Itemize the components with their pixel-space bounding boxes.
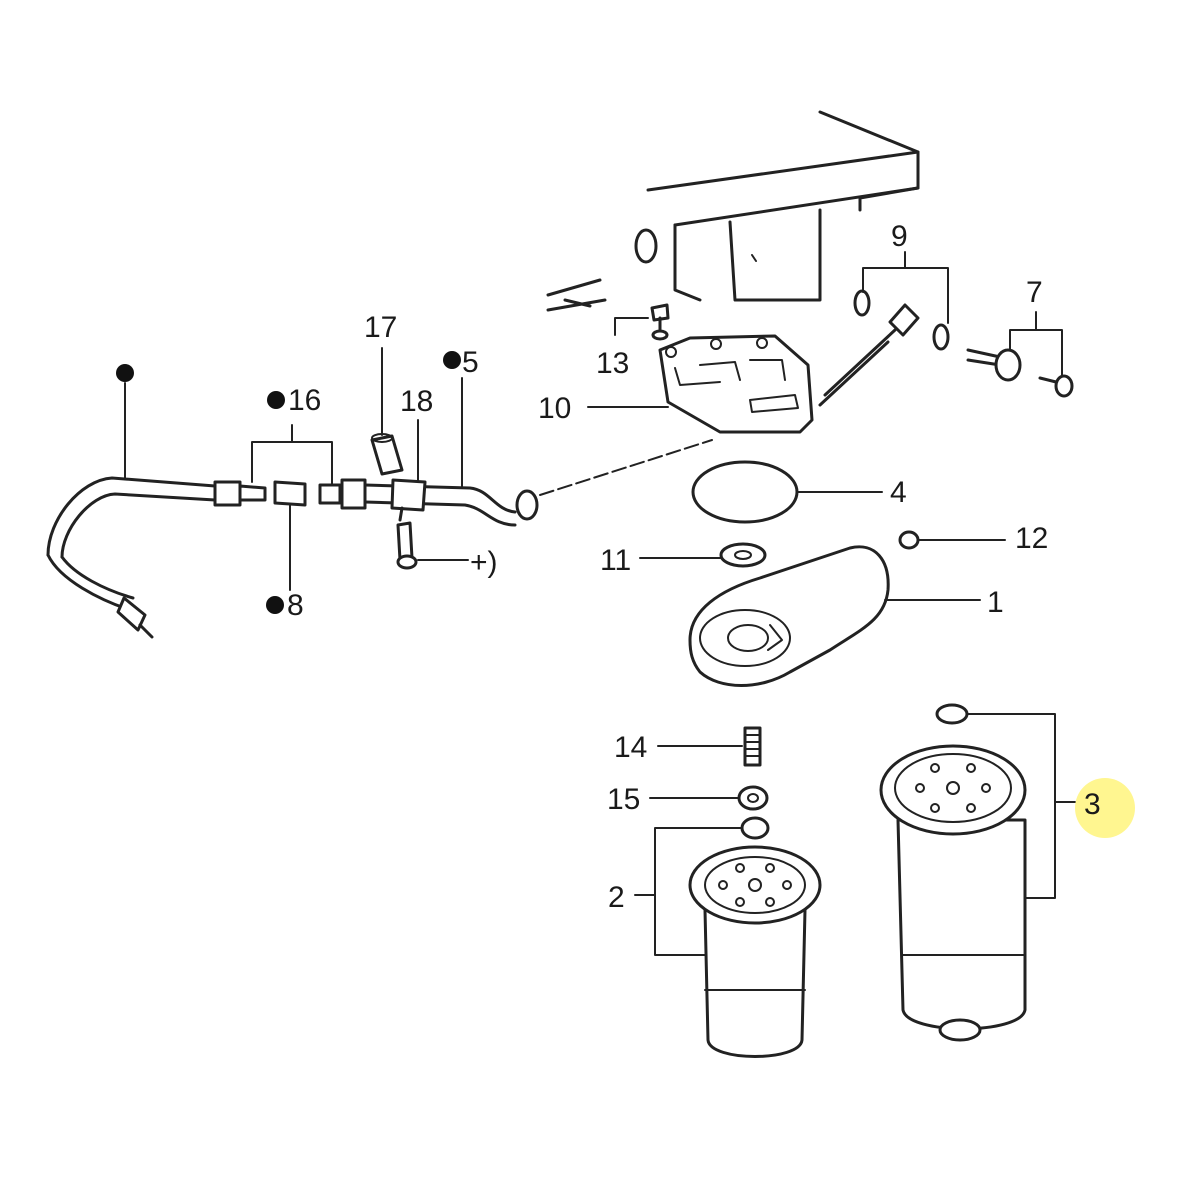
bullet-dot bbox=[443, 351, 461, 369]
leader-lines bbox=[124, 251, 1076, 956]
stud-14 bbox=[743, 726, 762, 767]
label-13: 13 bbox=[596, 347, 629, 380]
bolt-13 bbox=[650, 303, 670, 341]
label-8: 8 bbox=[287, 589, 304, 622]
engine-block bbox=[546, 110, 920, 312]
filter-2 bbox=[688, 816, 822, 1058]
label-16: 16 bbox=[288, 384, 321, 417]
label-17: 17 bbox=[364, 311, 397, 344]
banjo-bolts bbox=[966, 348, 1074, 398]
bullet-dot bbox=[266, 596, 284, 614]
label-2: 2 bbox=[608, 881, 625, 914]
highlight-marker bbox=[1075, 778, 1135, 838]
filter-3 bbox=[879, 703, 1027, 1042]
label-14: 14 bbox=[614, 731, 647, 764]
filter-head bbox=[688, 545, 890, 687]
label-4: 4 bbox=[890, 476, 907, 509]
label-12: 12 bbox=[1015, 522, 1048, 555]
fuel-return-pipe bbox=[818, 289, 950, 407]
label-9: 9 bbox=[891, 220, 908, 253]
label-3: 3 bbox=[1084, 788, 1101, 821]
label-10: 10 bbox=[538, 392, 571, 425]
nut-15 bbox=[737, 785, 769, 811]
plug-12 bbox=[898, 530, 920, 550]
label-5: 5 bbox=[462, 346, 479, 379]
bullet-dot bbox=[267, 391, 285, 409]
washer-11 bbox=[719, 542, 767, 568]
label-18: 18 bbox=[400, 385, 433, 418]
bullet-dot bbox=[116, 364, 134, 382]
label-7: 7 bbox=[1026, 276, 1043, 309]
label-plus: +) bbox=[470, 546, 498, 579]
filter-head-bracket bbox=[658, 334, 814, 434]
label-15: 15 bbox=[607, 783, 640, 816]
fuel-line-assembly bbox=[46, 433, 713, 639]
label-11: 11 bbox=[600, 544, 631, 577]
o-ring bbox=[691, 460, 799, 524]
label-1: 1 bbox=[987, 586, 1004, 619]
